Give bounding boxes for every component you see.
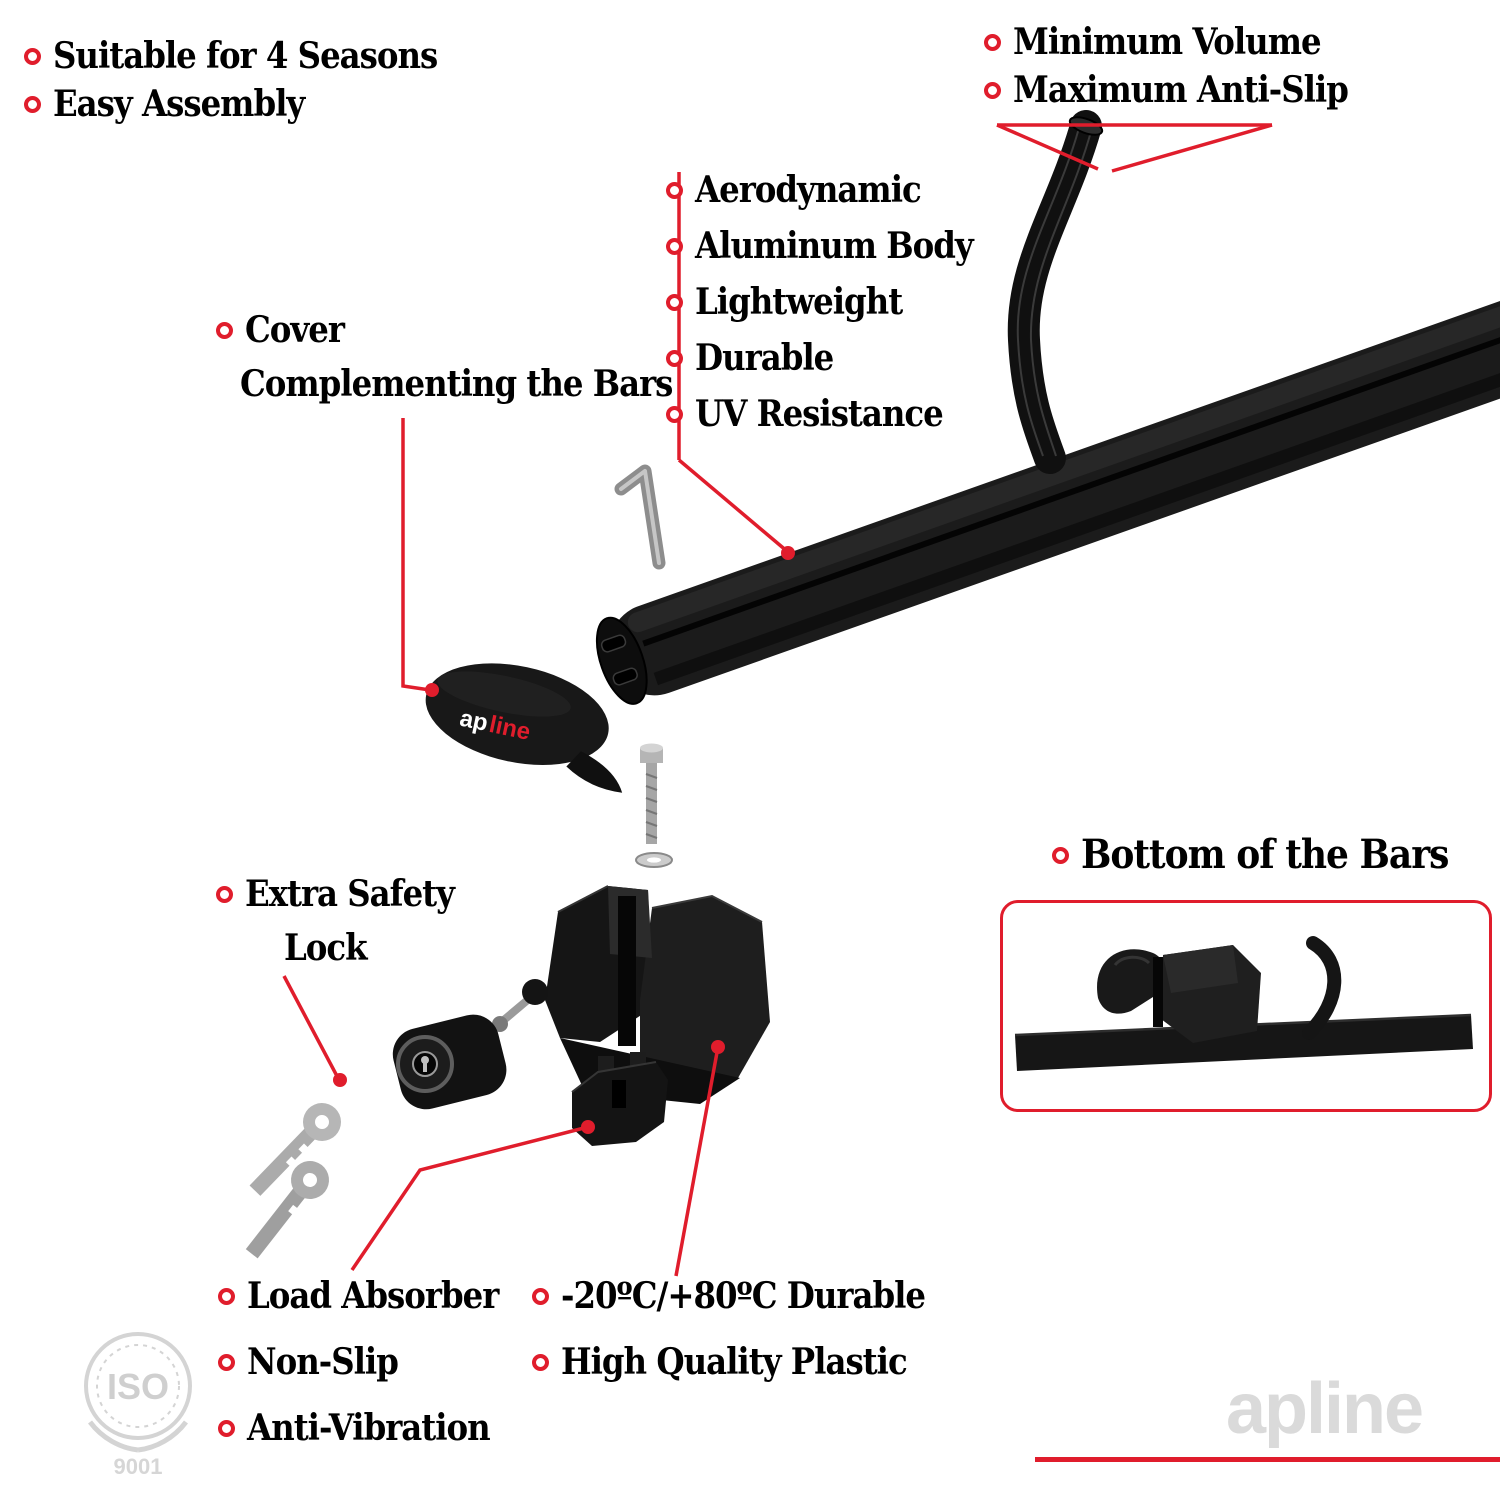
label-text: Suitable for 4 Seasons [53,35,438,77]
iso-text: ISO [107,1366,169,1407]
feature-easy-assembly: Easy Assembly [24,83,305,125]
label-text: High Quality Plastic [561,1341,908,1383]
feature-aluminum-body: Aluminum Body [666,225,974,267]
feature-durable: Durable [666,337,834,379]
bullet-icon [666,238,683,256]
allen-key-icon [614,464,666,570]
keys [245,1103,341,1259]
label-text: -20ºC/+80ºC Durable [561,1275,926,1317]
leader-lines [282,123,1273,1277]
label-text: Aluminum Body [695,225,974,267]
bullet-icon [216,322,233,340]
bullet-icon [666,406,683,424]
label-text: Lightweight [695,281,903,323]
bullet-icon [532,1288,549,1306]
bullet-icon [1052,846,1069,864]
bullet-icon [532,1354,549,1372]
feature-non-slip: Non-Slip [218,1341,399,1383]
leader-strip [996,123,1273,173]
cross-bar [595,228,1500,705]
label-safety-lock-line2: Lock [284,927,368,969]
bullet-icon [984,82,1001,100]
bullet-icon [216,886,233,904]
label-cover-line2: Complementing the Bars [240,363,673,405]
bullet-icon [984,34,1001,52]
label-bottom-of-bars: Bottom of the Bars [1052,831,1449,878]
label-text: Non-Slip [247,1341,399,1383]
brand-watermark: apline [1226,1369,1424,1449]
leader-lock [282,975,340,1079]
load-absorber-bracket [571,1052,668,1146]
feature-maximum-antislip: Maximum Anti-Slip [984,69,1349,111]
label-text: Aerodynamic [695,169,922,211]
iso-number: 9001 [114,1454,163,1479]
feature-uv-resistance: UV Resistance [666,393,944,435]
safety-lock [392,979,548,1110]
bullet-icon [218,1288,235,1306]
washer [635,852,673,868]
feature-minimum-volume: Minimum Volume [984,21,1322,63]
leader-dots [333,546,795,1134]
bottom-accent-line [1035,1457,1500,1462]
bullet-icon [666,294,683,312]
label-text: Bottom of the Bars [1081,831,1449,878]
iso-9001-badge: ISO 9001 [84,1332,192,1479]
label-safety-lock-line1: Extra Safety [216,873,455,915]
label-text: Easy Assembly [53,83,305,125]
screw [640,743,663,844]
feature-suitable-seasons: Suitable for 4 Seasons [24,35,438,77]
bar-cover: ap line [425,663,623,793]
feature-high-quality-plastic: High Quality Plastic [532,1341,908,1383]
bullet-icon [218,1354,235,1372]
bullet-icon [24,48,41,66]
label-text: Durable [695,337,834,379]
feature-temperature-durable: -20ºC/+80ºC Durable [532,1275,926,1317]
bullet-icon [24,96,41,114]
feature-lightweight: Lightweight [666,281,903,323]
bottom-of-bars-image [1014,936,1473,1071]
leader-cover [401,418,431,692]
label-text: Load Absorber [247,1275,499,1317]
bullet-icon [666,350,683,368]
feature-load-absorber: Load Absorber [218,1275,499,1317]
bullet-icon [666,182,683,200]
label-text: UV Resistance [695,393,944,435]
label-text: Extra Safety [245,873,455,915]
label-text: Maximum Anti-Slip [1013,69,1349,111]
feature-anti-vibration: Anti-Vibration [218,1407,491,1449]
cover-logo-prefix: ap [457,705,490,737]
leader-bracket [350,1125,589,1271]
leader-foot [674,1046,720,1277]
label-text: Anti-Vibration [247,1407,491,1449]
bottom-of-bars-panel [1000,900,1492,1112]
bullet-icon [218,1420,235,1438]
feature-aerodynamic: Aerodynamic [666,169,922,211]
label-text: Cover [245,309,345,351]
label-text: Minimum Volume [1013,21,1322,63]
label-cover-line1: Cover [216,309,345,351]
